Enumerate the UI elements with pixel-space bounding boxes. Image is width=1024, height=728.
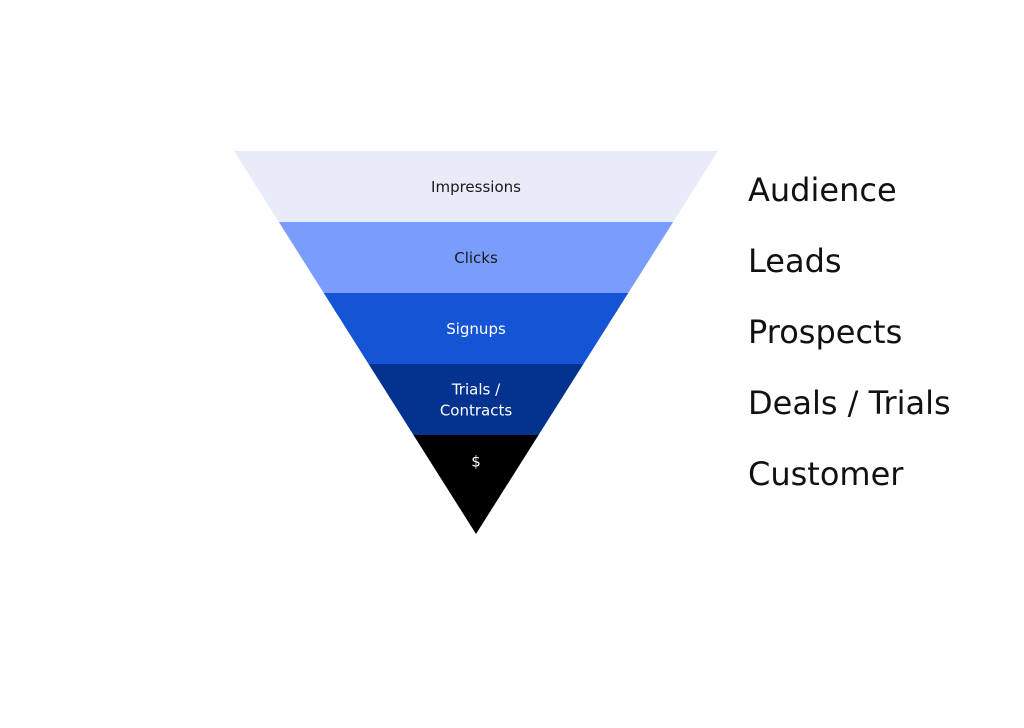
funnel-stage-label: Impressions <box>431 178 521 196</box>
funnel-stage: Impressions <box>234 151 718 222</box>
funnel-stage: $ <box>413 435 539 534</box>
funnel-stage-band <box>234 151 718 222</box>
funnel-stage: Signups <box>323 293 629 364</box>
funnel-stage-band <box>413 435 539 534</box>
funnel-stage-label: Contracts <box>440 402 513 420</box>
funnel-stage-label: Signups <box>446 320 506 338</box>
funnel-stage-label: $ <box>471 453 481 471</box>
funnel-category-label: Prospects <box>748 313 903 351</box>
funnel-stage: Clicks <box>278 222 674 293</box>
funnel-stage-band <box>323 293 629 364</box>
funnel-stage-band <box>368 364 584 435</box>
funnel-stage-band <box>278 222 674 293</box>
funnel-category-label: Audience <box>748 171 897 209</box>
funnel-category-label: Deals / Trials <box>748 384 951 422</box>
funnel-stage-label: Clicks <box>454 249 498 267</box>
funnel-stage: Trials / Contracts <box>368 364 584 435</box>
funnel-stage-label: Trials / <box>451 381 501 399</box>
funnel-category-label: Customer <box>748 455 904 493</box>
funnel-category-label: Leads <box>748 242 842 280</box>
